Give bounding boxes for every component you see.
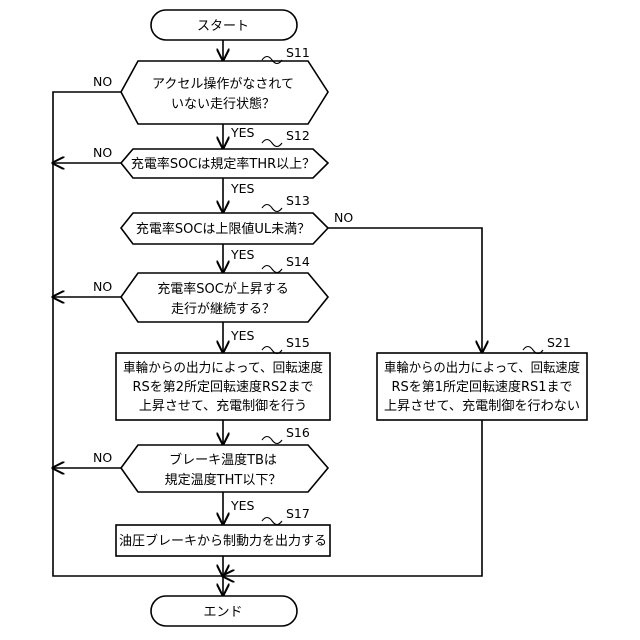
s12-no-label: NO bbox=[93, 145, 112, 160]
s13-text: 充電率SOCは上限値UL未満？ bbox=[136, 221, 310, 237]
s14-text-line-1: 充電率SOCが上昇する bbox=[157, 281, 289, 297]
s11-no-label: NO bbox=[93, 74, 112, 89]
s11-yes-label: YES bbox=[230, 125, 255, 140]
s15-text-line-2: RSを第2所定回転速度RS2まで bbox=[132, 379, 313, 395]
start-label: スタート bbox=[197, 19, 249, 34]
decision-s14: 充電率SOCが上昇する 走行が継続する？ bbox=[121, 273, 328, 322]
s12-leader bbox=[262, 140, 282, 147]
decision-s13: 充電率SOCは上限値UL未満？ bbox=[121, 213, 328, 244]
end-label: エンド bbox=[203, 605, 242, 620]
s17-leader bbox=[262, 518, 282, 525]
s21-text-line-2: RSを第1所定回転速度RS1まで bbox=[391, 379, 572, 395]
s14-no-label: NO bbox=[93, 279, 112, 294]
s16-no-label: NO bbox=[93, 450, 112, 465]
s21-label: S21 bbox=[547, 335, 571, 350]
decision-s16: ブレーキ温度TBは 規定温度THT以下？ bbox=[121, 445, 328, 492]
s14-text-line-2: 走行が継続する？ bbox=[171, 302, 275, 317]
s13-yes-label: YES bbox=[230, 247, 255, 262]
decision-s11: アクセル操作がなされて いない走行状態？ bbox=[121, 61, 328, 124]
s16-text-line-1: ブレーキ温度TBは bbox=[169, 452, 277, 468]
s14-leader bbox=[262, 266, 282, 273]
s11-text-line-1: アクセル操作がなされて bbox=[152, 76, 294, 92]
s12-text: 充電率SOCは規定率THR以上？ bbox=[131, 156, 315, 172]
s16-yes-label: YES bbox=[230, 498, 255, 513]
s15-label: S15 bbox=[286, 335, 310, 350]
s15-text-line-1: 車輪からの出力によって、回転速度 bbox=[123, 360, 323, 376]
s13-label: S13 bbox=[286, 193, 310, 208]
s14-label: S14 bbox=[286, 254, 310, 269]
process-s17: 油圧ブレーキから制動力を出力する bbox=[116, 525, 330, 556]
s14-yes-label: YES bbox=[230, 328, 255, 343]
s21-text-line-3: 上昇させて、充電制御を行わない bbox=[384, 398, 580, 414]
s12-label: S12 bbox=[286, 128, 310, 143]
start-terminal: スタート bbox=[151, 10, 297, 40]
s16-text-line-2: 規定温度THT以下？ bbox=[165, 472, 282, 488]
end-terminal: エンド bbox=[151, 596, 297, 626]
s16-label: S16 bbox=[286, 425, 310, 440]
s15-text-line-3: 上昇させて、充電制御を行う bbox=[139, 398, 307, 414]
s21-text-line-1: 車輪からの出力によって、回転速度 bbox=[384, 360, 580, 376]
process-s15: 車輪からの出力によって、回転速度 RSを第2所定回転速度RS2まで 上昇させて、… bbox=[116, 353, 330, 420]
decision-s12: 充電率SOCは規定率THR以上？ bbox=[121, 149, 328, 178]
s11-label: S11 bbox=[286, 45, 310, 60]
s13-no-label: NO bbox=[334, 210, 353, 225]
s11-text-line-2: いない走行状態？ bbox=[171, 96, 275, 112]
process-s21: 車輪からの出力によって、回転速度 RSを第1所定回転速度RS1まで 上昇させて、… bbox=[377, 353, 587, 420]
s12-yes-label: YES bbox=[230, 181, 255, 196]
s16-leader bbox=[262, 437, 282, 444]
edge-s13-no bbox=[328, 228, 482, 352]
s17-text: 油圧ブレーキから制動力を出力する bbox=[119, 533, 327, 549]
s17-label: S17 bbox=[286, 506, 310, 521]
s13-leader bbox=[262, 205, 282, 212]
